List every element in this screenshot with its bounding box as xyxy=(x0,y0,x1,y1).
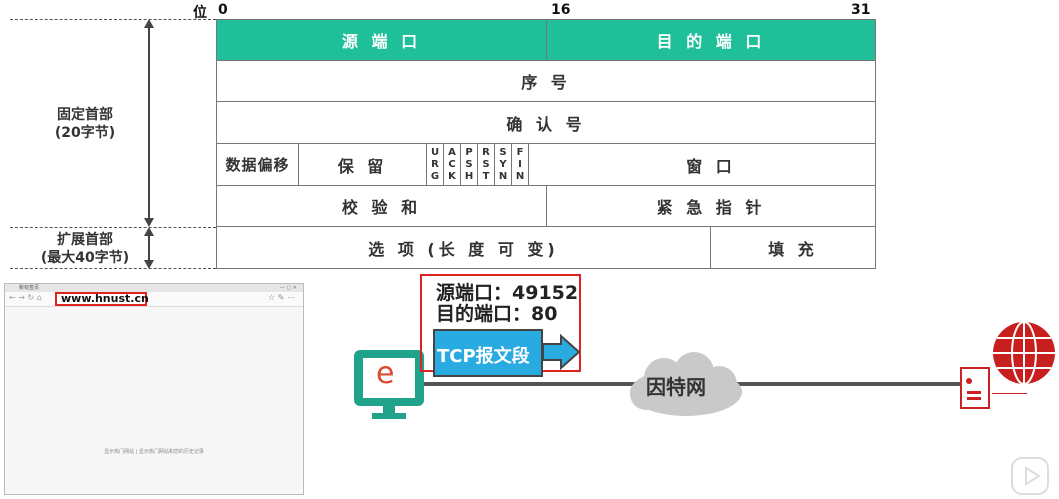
server-red-line xyxy=(992,393,1027,394)
urgent-pointer-field: 紧 急 指 针 xyxy=(547,186,875,227)
bit-16: 16 xyxy=(551,2,571,18)
play-button-icon[interactable] xyxy=(1010,456,1050,496)
fixed-header-label: 固定首部 (20字节) xyxy=(54,107,116,141)
url-input[interactable]: www.hnust.cn xyxy=(55,292,149,306)
source-port-info: 源端口：49152 xyxy=(436,282,579,304)
extended-header-label: 扩展首部 (最大40字节) xyxy=(40,232,130,266)
reserved-field: 保 留 xyxy=(299,144,427,186)
top-dashed-line xyxy=(10,19,216,20)
ack-number-field: 确 认 号 xyxy=(217,102,875,144)
bit-prefix: 位 xyxy=(193,5,207,21)
browser-tab-bar: 新标签页 — ▢ ✕ xyxy=(5,284,303,292)
bit-0: 0 xyxy=(218,2,228,18)
destination-port-info: 目的端口：80 xyxy=(436,303,558,325)
browser-address-bar: ← → ↻ ⌂ ☆ ✎ ⋯ xyxy=(5,292,303,307)
internet-label: 因特网 xyxy=(646,375,706,399)
browser-tab[interactable]: 新标签页 xyxy=(19,285,40,291)
source-port-field: 源 端 口 xyxy=(217,20,547,61)
tcp-segment-arrow-icon xyxy=(433,329,581,377)
window-field: 窗 口 xyxy=(547,144,875,186)
toolbar-icons[interactable]: ☆ ✎ ⋯ xyxy=(268,293,295,302)
nav-buttons-icon[interactable]: ← → ↻ ⌂ xyxy=(9,293,42,302)
client-computer-icon xyxy=(354,350,424,419)
tcp-segment-label: TCP报文段 xyxy=(437,346,530,367)
checksum-field: 校 验 和 xyxy=(217,186,547,227)
middle-dashed-line xyxy=(10,227,216,228)
packet-info-box: 源端口：49152 目的端口：80 xyxy=(420,274,581,372)
internet-cloud-icon xyxy=(630,352,742,416)
padding-field: 填 充 xyxy=(768,239,818,259)
sequence-number-field: 序 号 xyxy=(217,61,875,102)
globe-icon xyxy=(993,321,1055,385)
bit-31: 31 xyxy=(851,2,871,18)
server-icon xyxy=(960,367,990,409)
header-size-arrows xyxy=(144,19,154,269)
client-letter: e xyxy=(376,356,395,391)
data-offset-field: 数据偏移 xyxy=(217,144,299,186)
bottom-dashed-line xyxy=(10,268,216,269)
destination-port-field: 目 的 端 口 xyxy=(547,20,875,61)
browser-links-text: 显示热门网站 | 显示热门网站和您的历史记录 xyxy=(104,449,204,455)
options-field: 选 项 (长 度 可 变) xyxy=(217,227,711,268)
browser-window: 新标签页 — ▢ ✕ ← → ↻ ⌂ ☆ ✎ ⋯ www.hnust.cn 显示… xyxy=(4,283,304,495)
window-controls-icon[interactable]: — ▢ ✕ xyxy=(279,285,297,291)
